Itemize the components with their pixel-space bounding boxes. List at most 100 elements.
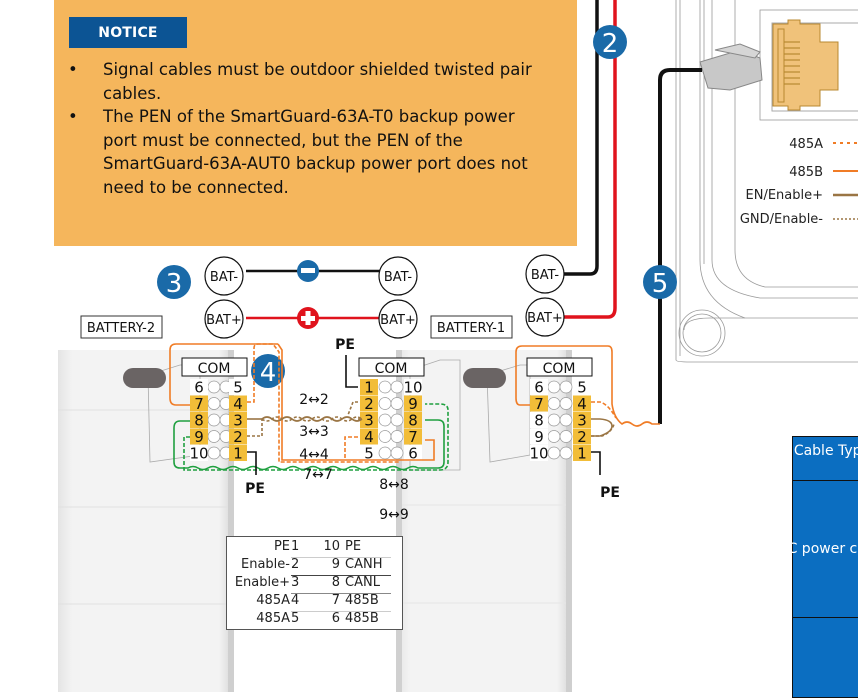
minus-icon bbox=[297, 260, 319, 282]
pin-cell: 3 bbox=[360, 412, 378, 430]
pin-cell: 10 bbox=[189, 445, 208, 463]
pin-cell: 2 bbox=[229, 428, 247, 446]
pin-number: 3 bbox=[577, 412, 587, 430]
pin-right-label: CANH bbox=[345, 557, 383, 572]
pin-mapping-label: 3↔3 bbox=[299, 424, 329, 440]
cable-table-header: Cable Type bbox=[793, 437, 858, 481]
screw-icon bbox=[390, 397, 404, 410]
legend-label: GND/Enable- bbox=[740, 212, 823, 227]
pin-number: 10 bbox=[403, 379, 422, 397]
pin-cell: 9 bbox=[530, 428, 548, 446]
pin-number: 8 bbox=[408, 412, 418, 430]
notice-item-text: The PEN of the SmartGuard-63A-T0 backup … bbox=[103, 107, 528, 197]
pin-cell: 5 bbox=[229, 379, 247, 397]
pin-cell: 9 bbox=[190, 428, 208, 446]
com-label: COM bbox=[358, 357, 425, 377]
smartguard-outline bbox=[675, 0, 858, 363]
screw-icon bbox=[378, 413, 392, 427]
pin-number: 2 bbox=[364, 395, 374, 413]
pin-cell: 1 bbox=[229, 445, 247, 463]
pin-number: 5 bbox=[577, 379, 587, 397]
pin-mapping-label: 8↔8 bbox=[379, 477, 409, 493]
pin-right-number: 6 bbox=[331, 611, 340, 626]
pin-cell: 5 bbox=[573, 379, 591, 397]
com-label: COM bbox=[526, 357, 593, 377]
bat-plus-label: BAT+ bbox=[206, 313, 242, 328]
pin-number: 4 bbox=[364, 428, 374, 446]
pin-number: 10 bbox=[529, 445, 548, 463]
screw-icon bbox=[390, 413, 404, 427]
screw-icon bbox=[547, 430, 561, 443]
pin-left-number: 4 bbox=[291, 593, 300, 608]
screw-icon bbox=[390, 430, 404, 443]
pin-cell: 8 bbox=[190, 412, 208, 430]
pin-cell: 10 bbox=[529, 445, 548, 463]
pin-right-label: CANL bbox=[345, 575, 380, 590]
pe-label: PE bbox=[245, 481, 265, 497]
screw-icon bbox=[559, 380, 573, 394]
plus-icon bbox=[297, 307, 319, 329]
pin-number: 8 bbox=[534, 412, 544, 430]
pin-cell: 4 bbox=[573, 395, 591, 413]
pe-label: PE bbox=[335, 337, 355, 353]
pin-number: 2 bbox=[233, 428, 243, 446]
pin-number: 3 bbox=[233, 412, 243, 430]
legend-label: 485A bbox=[789, 137, 823, 152]
screw-icon bbox=[390, 380, 404, 394]
notice-item-text: Signal cables must be outdoor shielded t… bbox=[103, 60, 532, 103]
svg-text:COM: COM bbox=[543, 361, 576, 377]
svg-text:4: 4 bbox=[260, 358, 277, 388]
pin-left-label: Enable+ bbox=[234, 575, 290, 590]
rj45-plug-icon bbox=[699, 43, 763, 91]
pin-left-label: 485A bbox=[256, 593, 290, 608]
bat-minus-label: BAT- bbox=[531, 268, 560, 283]
pin-cell: 2 bbox=[573, 428, 591, 446]
pin-number: 9 bbox=[194, 428, 204, 446]
dc-power-cables bbox=[557, 0, 617, 319]
callout-4: 4 bbox=[251, 354, 285, 388]
battery-2-label: BATTERY-2 bbox=[80, 315, 163, 339]
svg-text:5: 5 bbox=[652, 269, 669, 299]
rj45-port-icon bbox=[771, 19, 858, 112]
notice-list: • Signal cables must be outdoor shielded … bbox=[66, 58, 546, 199]
svg-text:BATTERY-2: BATTERY-2 bbox=[87, 321, 155, 336]
bullet: • bbox=[68, 60, 78, 79]
pin-cell: 6 bbox=[530, 379, 548, 397]
cable-type-table: Cable Type DC power cable bbox=[777, 436, 858, 698]
pin-cell: 1 bbox=[360, 379, 378, 397]
screw-icon bbox=[547, 446, 561, 460]
screw-icon bbox=[378, 446, 392, 460]
signal-wires bbox=[169, 343, 660, 475]
bat-terminal: BAT+ bbox=[525, 297, 565, 337]
screw-icon bbox=[390, 446, 404, 460]
pin-left-label: PE bbox=[273, 539, 290, 554]
callout-5: 5 bbox=[643, 265, 677, 299]
pin-cell: 5 bbox=[360, 445, 378, 463]
pin-definition-table: PE 1 10 PE Enable- 2 9 CANH Enable+ 3 8 … bbox=[226, 536, 403, 630]
pin-cell: 1 bbox=[573, 445, 591, 463]
svg-text:COM: COM bbox=[198, 361, 231, 377]
notice-item: • The PEN of the SmartGuard-63A-T0 backup… bbox=[66, 105, 546, 199]
pin-cell: 2 bbox=[360, 395, 378, 413]
svg-text:2: 2 bbox=[602, 29, 619, 59]
pin-number: 10 bbox=[189, 445, 208, 463]
pin-left-number: 3 bbox=[291, 575, 300, 590]
screw-icon bbox=[207, 430, 221, 443]
pin-right-number: 8 bbox=[331, 575, 340, 590]
pin-number: 6 bbox=[194, 379, 204, 397]
com-label: COM bbox=[181, 357, 248, 377]
legend-label: 485B bbox=[789, 165, 823, 180]
pin-number: 7 bbox=[534, 395, 544, 413]
pin-mapping-label: 2↔2 bbox=[299, 392, 329, 408]
screw-icon bbox=[207, 380, 221, 394]
bat-plus-label: BAT+ bbox=[527, 311, 563, 326]
pin-number: 1 bbox=[233, 445, 243, 463]
pin-right-number: 10 bbox=[323, 539, 340, 554]
pin-left-number: 1 bbox=[291, 539, 300, 554]
pin-mapping-label: 7↔7 bbox=[303, 467, 333, 483]
bullet: • bbox=[68, 107, 78, 126]
pin-cell: 3 bbox=[229, 412, 247, 430]
pin-number: 6 bbox=[408, 445, 418, 463]
screw-icon bbox=[207, 413, 221, 427]
